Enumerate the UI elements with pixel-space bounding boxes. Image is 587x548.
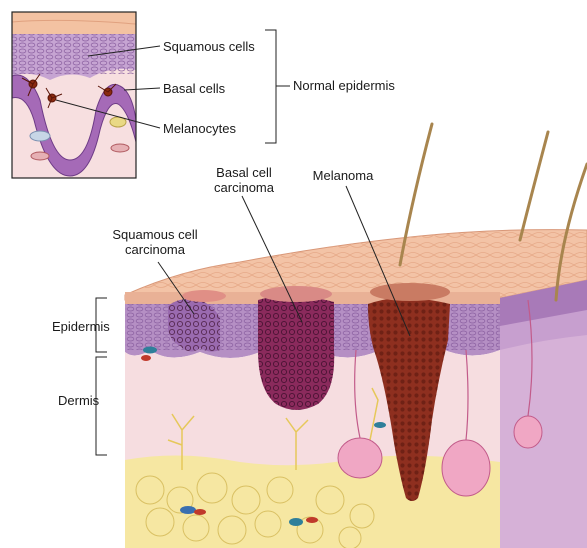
label-epidermis: Epidermis bbox=[52, 319, 110, 334]
label-melanocytes: Melanocytes bbox=[163, 121, 236, 136]
leader-melanoma bbox=[345, 185, 411, 337]
label-basal-carcinoma-line1: Basal cell bbox=[216, 165, 272, 180]
label-normal-epidermis: Normal epidermis bbox=[293, 78, 395, 93]
skin-cross-section bbox=[124, 122, 587, 548]
leader-basal-cells bbox=[123, 87, 161, 91]
leader-melanocytes bbox=[55, 99, 161, 129]
label-squamous-carcinoma-line2: carcinoma bbox=[125, 242, 186, 257]
leader-basal-carcinoma bbox=[241, 195, 303, 323]
normal-epidermis-bracket bbox=[265, 29, 290, 144]
label-melanoma: Melanoma bbox=[313, 168, 374, 183]
label-basal-carcinoma-line2: carcinoma bbox=[214, 180, 275, 195]
dermis-bracket bbox=[95, 356, 107, 456]
label-squamous-carcinoma-line1: Squamous cell bbox=[112, 227, 197, 242]
epidermis-bracket bbox=[95, 297, 107, 353]
label-basal-cells: Basal cells bbox=[163, 81, 226, 96]
leader-squamous-cells bbox=[87, 45, 161, 57]
label-squamous-cells: Squamous cells bbox=[163, 39, 255, 54]
leader-squamous-carcinoma bbox=[157, 261, 195, 315]
label-dermis: Dermis bbox=[58, 393, 100, 408]
inset-panel bbox=[11, 11, 137, 179]
